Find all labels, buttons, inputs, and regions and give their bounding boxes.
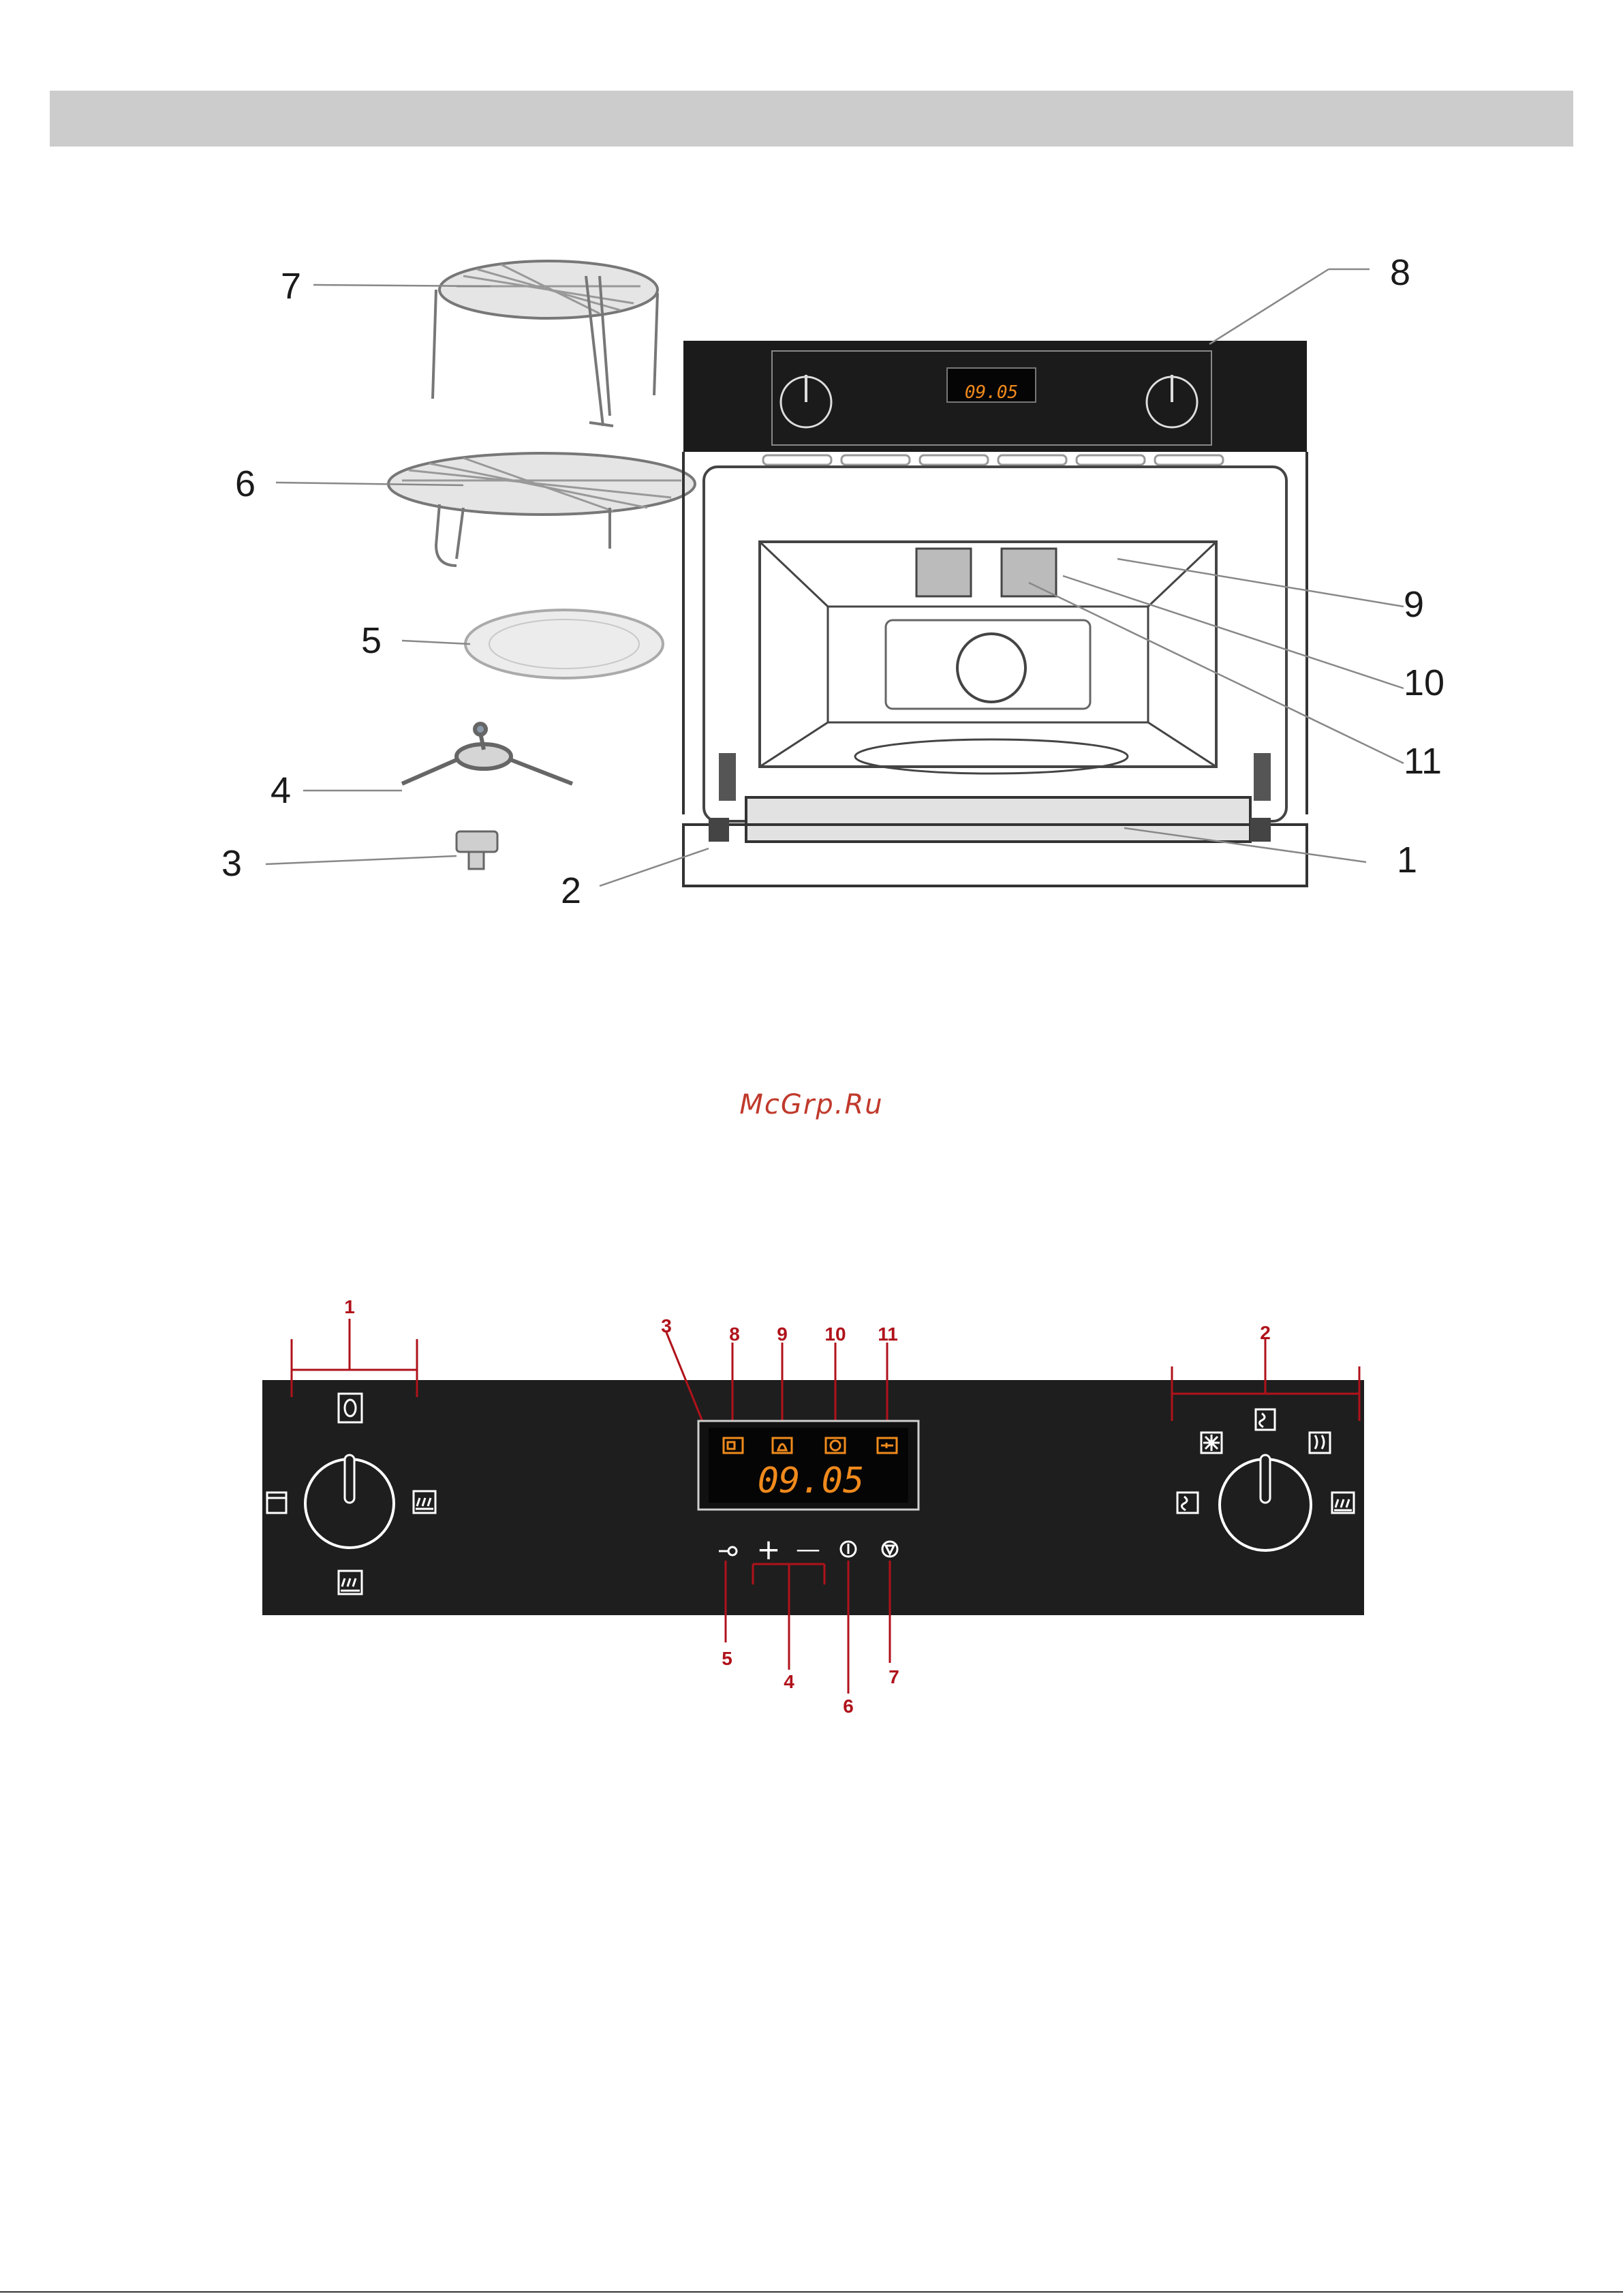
panel-callout-9: 9: [777, 1323, 788, 1345]
panel-callout-4: 4: [784, 1671, 794, 1692]
panel-callout-6: 6: [843, 1696, 854, 1717]
panel-callout-10: 10: [824, 1323, 846, 1345]
panel-callout-1: 1: [344, 1296, 355, 1317]
panel-callout-7: 7: [888, 1666, 899, 1687]
panel-callout-2: 2: [1260, 1322, 1271, 1343]
panel-callout-5: 5: [722, 1648, 732, 1669]
panel-callout-8: 8: [729, 1323, 740, 1345]
display-time: 09.05: [758, 1460, 865, 1501]
plus-button[interactable]: +: [756, 1533, 780, 1566]
control-panel-diagram: 09.05 + — 1 2 3 8 9 10: [0, 0, 1623, 1745]
panel-callout-3: 3: [661, 1315, 672, 1336]
bottom-rule: [0, 2291, 1623, 2293]
panel-callout-11: 11: [878, 1323, 898, 1345]
minus-button[interactable]: —: [796, 1535, 820, 1563]
